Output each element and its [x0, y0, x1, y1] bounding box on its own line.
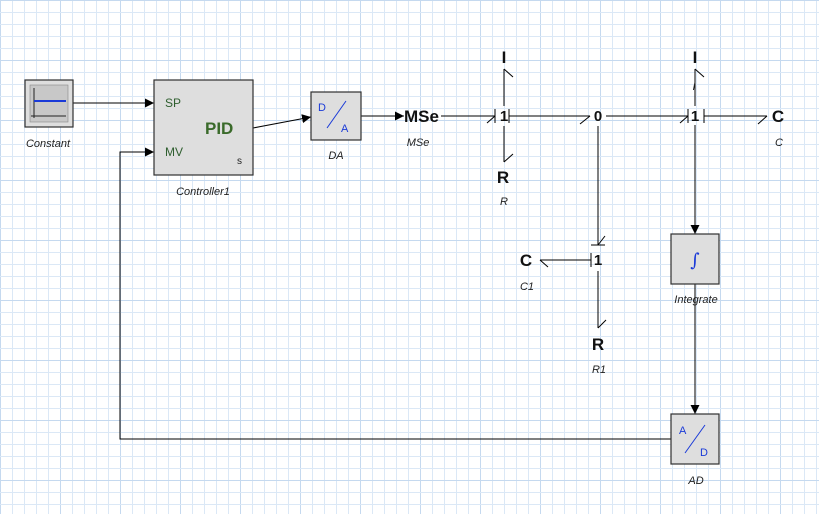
mv-port-label: MV: [165, 145, 183, 159]
signal-wires: [73, 98, 700, 440]
resistor-1-caption: R1: [592, 364, 606, 376]
constant-caption: Constant: [26, 138, 71, 150]
ad-bottom-label: D: [700, 447, 708, 459]
da-top-label: D: [318, 102, 326, 114]
junction-0[interactable]: 0: [594, 108, 602, 125]
resistor-element[interactable]: R: [497, 168, 509, 187]
da-block[interactable]: D A DA: [310, 91, 362, 162]
pid-label: PID: [205, 119, 233, 138]
inertia-element-1[interactable]: I: [502, 48, 507, 67]
wire-ad-feedback-to-mv[interactable]: [119, 147, 671, 440]
capacitor-element[interactable]: C: [772, 107, 784, 126]
sp-port-label: SP: [165, 96, 181, 110]
da-bottom-label: A: [341, 123, 349, 135]
integral-icon: ∫: [690, 250, 700, 271]
capacitor-1-caption: C1: [520, 281, 534, 293]
capacitor-caption: C: [775, 137, 783, 149]
da-slash-icon: [326, 100, 347, 129]
mse-caption: MSe: [407, 137, 430, 149]
junction-1-a[interactable]: 1: [500, 108, 508, 125]
bond-graph-elements: MSe MSe 1 0 1 1 I I I R R C C C C1 R R1: [404, 48, 784, 376]
constant-block[interactable]: Constant: [24, 79, 74, 150]
capacitor-element-1[interactable]: C: [520, 251, 532, 270]
resistor-element-1[interactable]: R: [592, 335, 604, 354]
mse-source[interactable]: MSe: [404, 107, 439, 126]
controller-block[interactable]: SP MV PID s Controller1: [153, 79, 254, 198]
junction-1-b[interactable]: 1: [691, 108, 699, 125]
ad-block[interactable]: A D AD: [670, 413, 720, 487]
integrate-caption: Integrate: [674, 294, 717, 306]
inertia-element-2[interactable]: I: [693, 48, 698, 67]
ad-slash-icon: [684, 424, 706, 454]
ad-top-label: A: [679, 425, 687, 437]
controller-caption: Controller1: [176, 186, 230, 198]
integrate-block[interactable]: ∫ Integrate: [670, 233, 720, 306]
sampled-s-label: s: [237, 156, 242, 167]
inertia-2-caption: I: [692, 81, 695, 93]
ad-caption: AD: [687, 475, 703, 487]
da-caption: DA: [328, 150, 343, 162]
bonds: [441, 68, 768, 329]
wire-pid-to-da[interactable]: [252, 114, 312, 129]
resistor-caption: R: [500, 196, 508, 208]
junction-1-c[interactable]: 1: [594, 252, 602, 269]
